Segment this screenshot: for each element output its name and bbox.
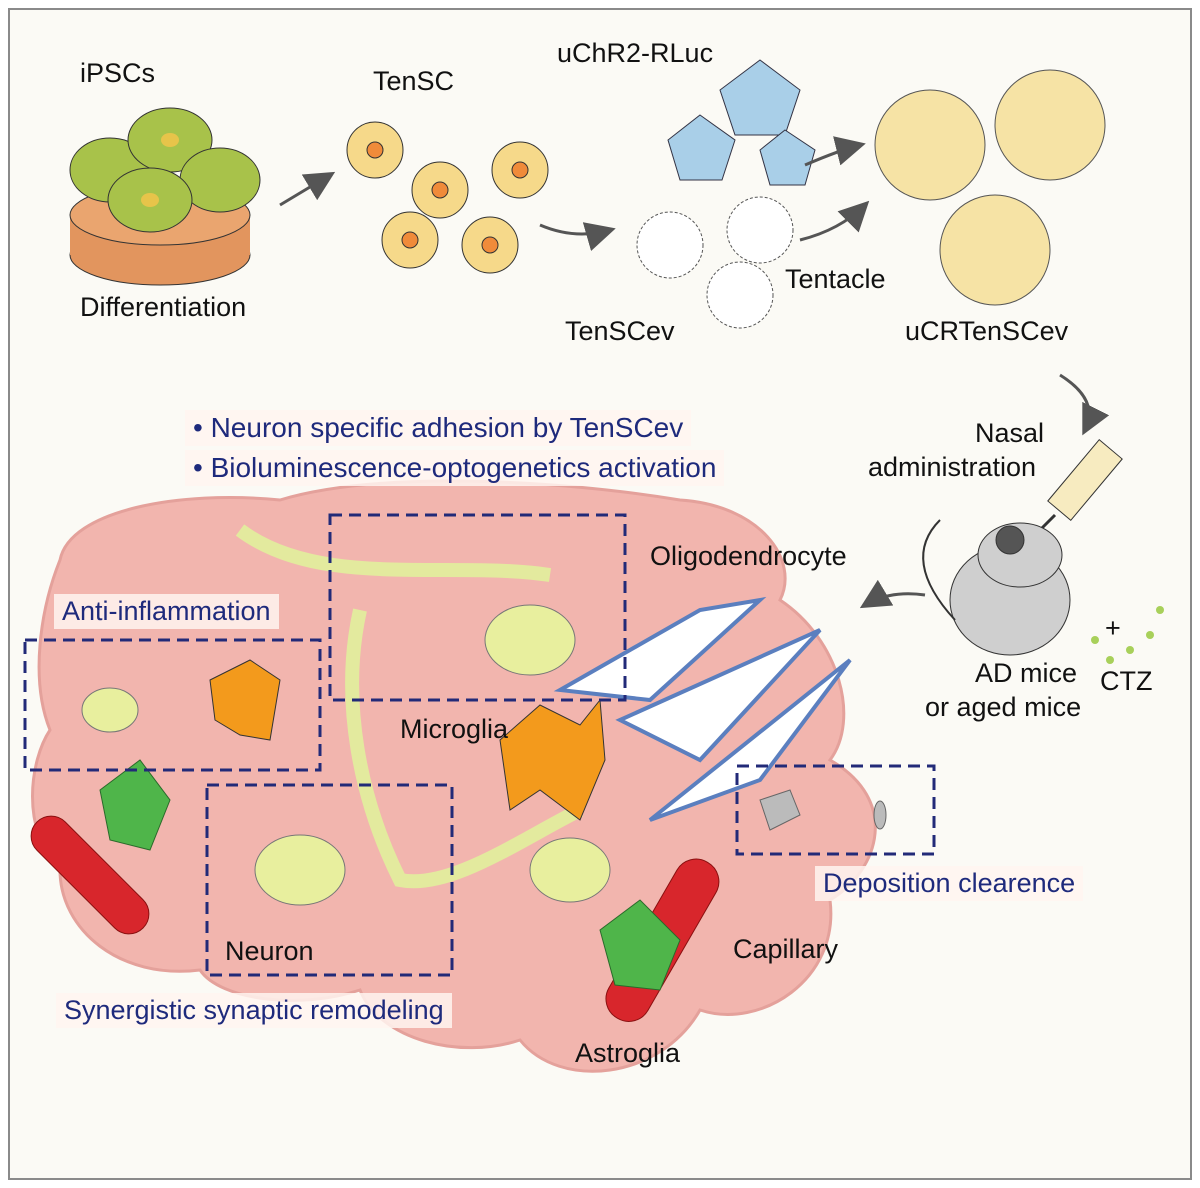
label-ucrtenscev: uCRTenSCev	[905, 316, 1069, 346]
arrow	[539, 222, 616, 252]
tensc-cells	[346, 121, 549, 274]
label-ipscs: iPSCs	[80, 58, 156, 88]
deposits	[759, 789, 887, 831]
microglia-small	[209, 659, 281, 741]
syringe	[1038, 439, 1123, 532]
bullet-adhesion: • Neuron specific adhesion by TenSCev	[185, 410, 692, 446]
effect-deposition-clearence: Deposition clearence	[815, 866, 1084, 901]
label-tenscev: TenSCev	[565, 316, 675, 346]
label-microglia: Microglia	[400, 714, 509, 744]
label-uchr2-rluc: uChR2-RLuc	[557, 38, 714, 68]
arrow	[1059, 373, 1110, 436]
bullet-bioluminescence: • Bioluminescence-optogenetics activatio…	[185, 450, 725, 486]
label-neuron: Neuron	[225, 936, 314, 966]
arrow	[804, 136, 866, 167]
label-administration: administration	[868, 452, 1037, 482]
mouse	[922, 519, 1071, 656]
oligodendrocyte	[553, 596, 852, 822]
label-tentacle: Tentacle	[785, 264, 886, 294]
label-nasal: Nasal	[975, 418, 1045, 448]
arrow	[859, 579, 926, 609]
label-oligodendrocyte: Oligodendrocyte	[650, 541, 847, 571]
arrow	[799, 200, 870, 242]
dashed-boxes	[23, 513, 936, 977]
label-tensc: TenSC	[373, 66, 455, 96]
label-plus: +	[1105, 613, 1121, 643]
label-aged-mice: or aged mice	[925, 692, 1082, 722]
arrow	[279, 171, 336, 207]
ipsc-dish	[69, 107, 261, 286]
ucrtenscev-vesicles	[874, 69, 1106, 306]
label-ctz: CTZ	[1100, 666, 1153, 696]
uchr2-particles	[667, 59, 816, 186]
tenscev-vesicles	[636, 196, 794, 329]
label-astroglia: Astroglia	[575, 1038, 681, 1068]
effect-synaptic-remodeling: Synergistic synaptic remodeling	[56, 993, 452, 1028]
axon	[235, 524, 584, 889]
label-ad-mice: AD mice	[975, 658, 1078, 688]
effect-anti-inflammation: Anti-inflammation	[54, 594, 279, 629]
microglia-cell	[499, 698, 606, 821]
label-differentiation: Differentiation	[80, 292, 247, 322]
label-capillary: Capillary	[733, 934, 839, 964]
neuron-bodies	[81, 604, 611, 906]
ctz-dots	[1091, 606, 1164, 664]
astroglia	[99, 759, 681, 991]
